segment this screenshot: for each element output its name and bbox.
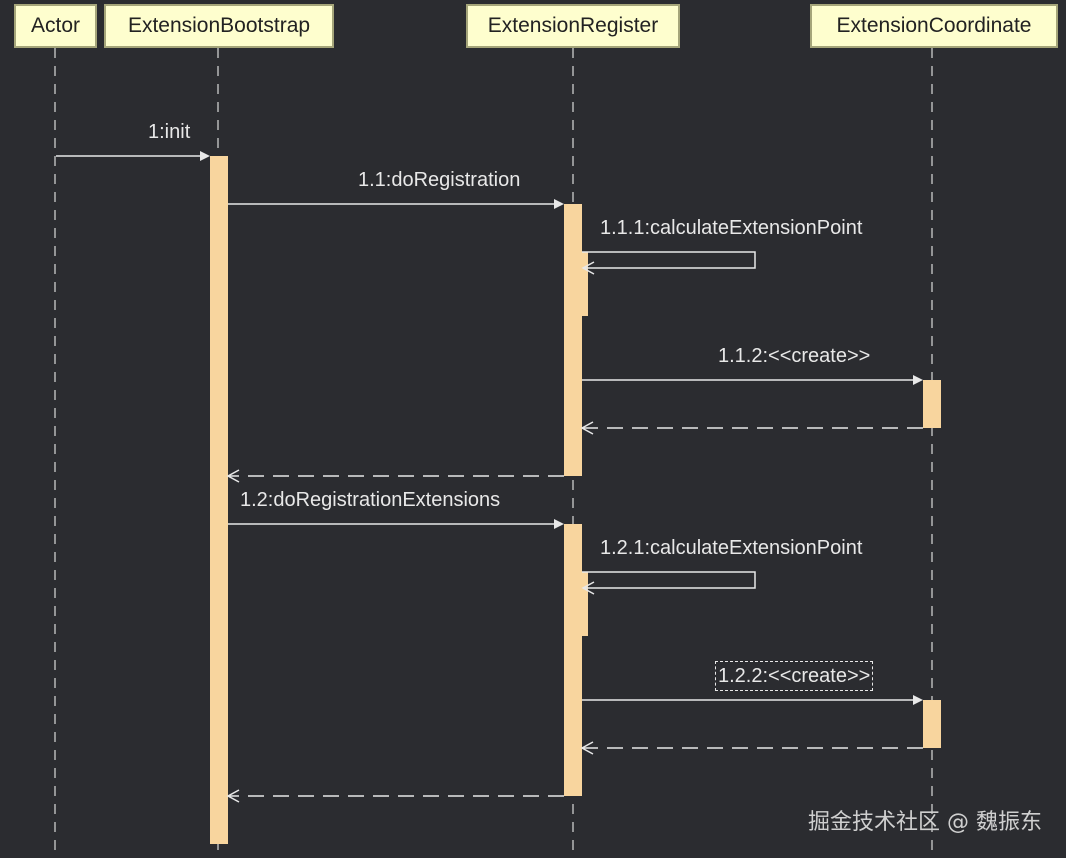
message-calculate-1-line (582, 251, 756, 269)
message-do-registration-extensions-head (554, 519, 564, 529)
message-label-do-registration-extensions[interactable]: 1.2:doRegistrationExtensions (240, 489, 501, 511)
message-calculate-1-head (581, 261, 595, 275)
message-calculate-2-head (581, 581, 595, 595)
message-label-init[interactable]: 1:init (148, 121, 191, 143)
return-create-2-head (580, 741, 594, 755)
message-calculate-2-line (582, 571, 756, 589)
return-create-1-head (580, 421, 594, 435)
message-label-create-1[interactable]: 1.1.2:<<create>> (718, 345, 871, 367)
activation-register-self-1 (570, 252, 588, 316)
participant-extension-coordinate[interactable]: ExtensionCoordinate (810, 4, 1058, 48)
activation-register-1 (564, 204, 582, 476)
message-create-1-head (913, 375, 923, 385)
message-label-calculate-extension-point-1[interactable]: 1.1.1:calculateExtensionPoint (600, 217, 863, 239)
message-create-2-head (913, 695, 923, 705)
activation-bootstrap (210, 156, 228, 844)
return-do-registration-head (226, 469, 240, 483)
activation-register-2 (564, 524, 582, 796)
activation-coordinate-1 (923, 380, 941, 428)
participant-actor[interactable]: Actor (14, 4, 97, 48)
activation-coordinate-2 (923, 700, 941, 748)
participant-extension-bootstrap[interactable]: ExtensionBootstrap (104, 4, 334, 48)
message-init-head (200, 151, 210, 161)
message-label-create-2-selected[interactable]: 1.2.2:<<create>> (714, 661, 874, 691)
watermark-text: 掘金技术社区 @ 魏振东 (808, 810, 1042, 835)
message-do-registration-head (554, 199, 564, 209)
return-do-registration-extensions-head (226, 789, 240, 803)
participant-extension-register[interactable]: ExtensionRegister (466, 4, 680, 48)
activation-register-self-2 (570, 572, 588, 636)
message-label-do-registration[interactable]: 1.1:doRegistration (358, 169, 521, 191)
message-label-calculate-extension-point-2[interactable]: 1.2.1:calculateExtensionPoint (600, 537, 863, 559)
